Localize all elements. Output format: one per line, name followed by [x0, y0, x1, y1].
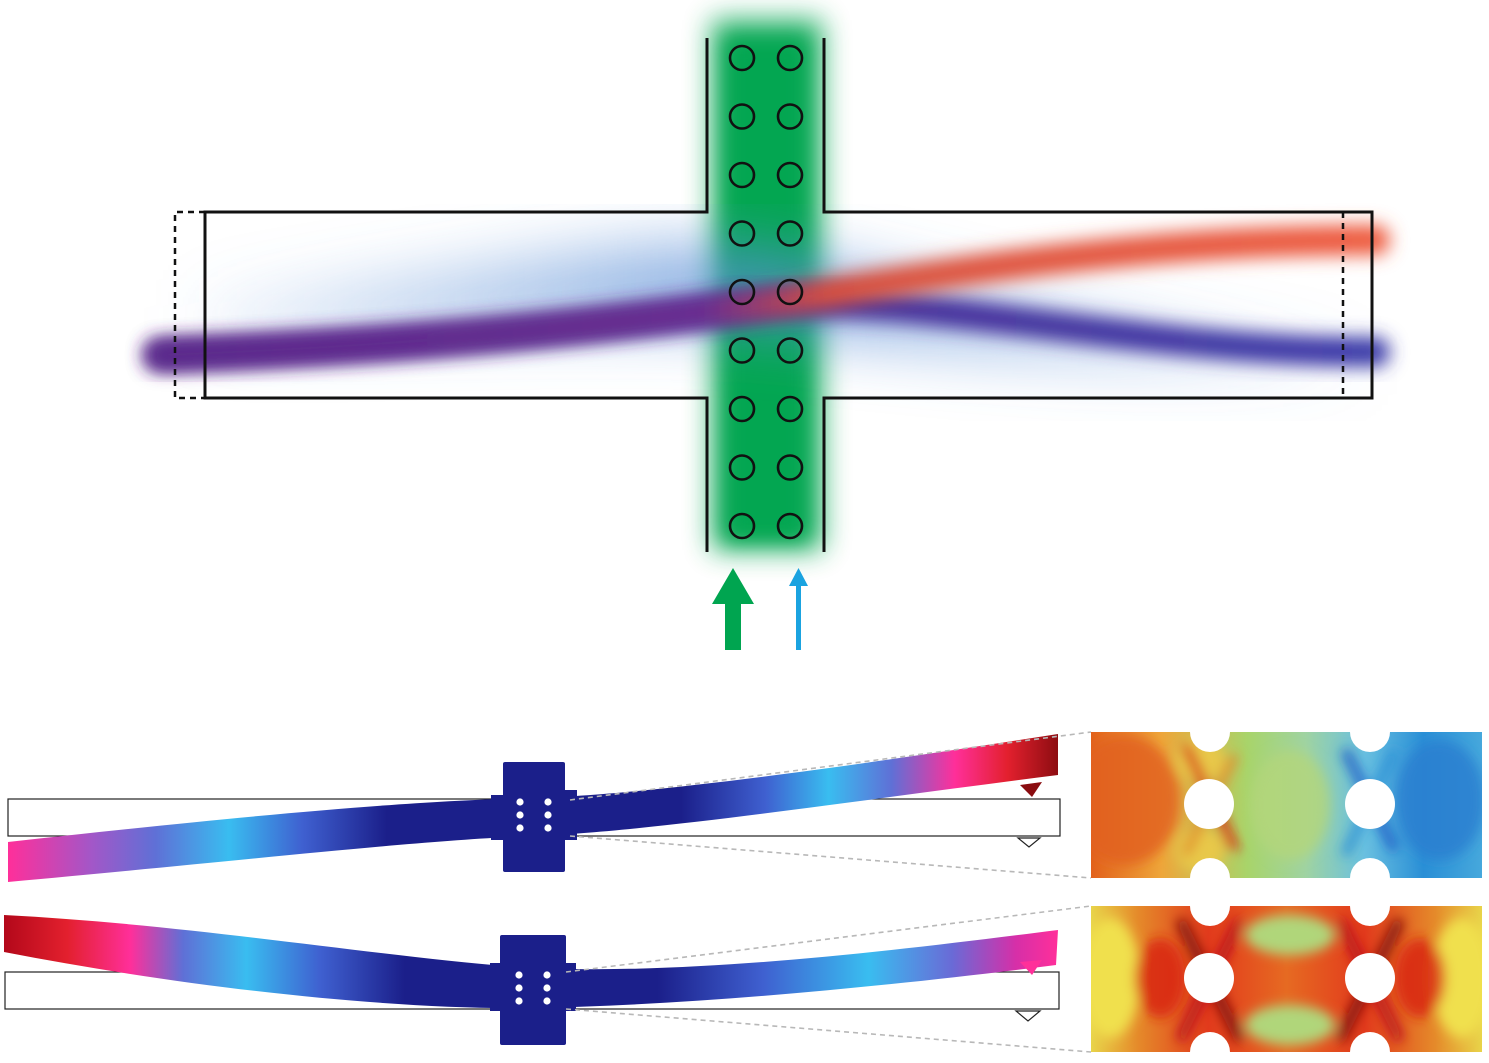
arrow-up-thin-icon: [789, 568, 808, 650]
left-dashed-rest-position: [173, 210, 205, 400]
deformed-beam: [4, 915, 1058, 1009]
crossbar-hole: [728, 395, 756, 423]
crossbar-hole: [776, 395, 804, 423]
crossbar-hole: [728, 454, 756, 481]
crossbar-hole: [776, 161, 804, 189]
beam-tip-notch: [1020, 960, 1042, 975]
stress-map-holes: [1184, 732, 1395, 878]
crossbar-hole: [776, 512, 804, 540]
mechanical-mode-antisymmetric: [7, 731, 1092, 882]
central-pad: [500, 935, 566, 1045]
crossbar-hole: [728, 103, 756, 130]
red-output-beam: [145, 225, 1390, 370]
crossbar-hole: [728, 337, 756, 364]
zoom-leader-lines: [565, 905, 1092, 1053]
anchor-marker: [1016, 837, 1042, 848]
crossbar-hole: [728, 512, 756, 540]
waveguide-outline: [203, 38, 1374, 552]
crossbar-hole: [776, 454, 804, 481]
stress-map-holes: [1184, 906, 1395, 1052]
crossbar-hole: [776, 103, 804, 130]
crossbar-hole: [776, 337, 804, 364]
anchor-marker: [1014, 1010, 1042, 1022]
crossbar-hole: [728, 161, 756, 189]
crossbar-hole: [776, 278, 804, 306]
beam-tip-notch: [1020, 782, 1042, 797]
stress-map-antisymmetric: [1091, 732, 1482, 878]
crossbar-hole: [728, 278, 756, 306]
pad-holes: [516, 798, 552, 832]
zoom-leader-lines: [569, 731, 1092, 879]
central-pad: [503, 762, 565, 872]
crossbar-hole: [776, 220, 804, 247]
mechanical-mode-symmetric: [4, 905, 1092, 1053]
crossbar-hole: [728, 44, 756, 72]
crossbar-hole: [728, 220, 756, 247]
input-arrows: [712, 568, 808, 650]
stress-map-symmetric: [1091, 906, 1482, 1052]
photonic-crystal-holes: [728, 44, 804, 540]
arrow-up-thick-icon: [712, 568, 754, 650]
cross-waveguide-schematic: [145, 20, 1390, 552]
pad-holes: [515, 971, 551, 1005]
crossbar-hole: [776, 44, 804, 72]
